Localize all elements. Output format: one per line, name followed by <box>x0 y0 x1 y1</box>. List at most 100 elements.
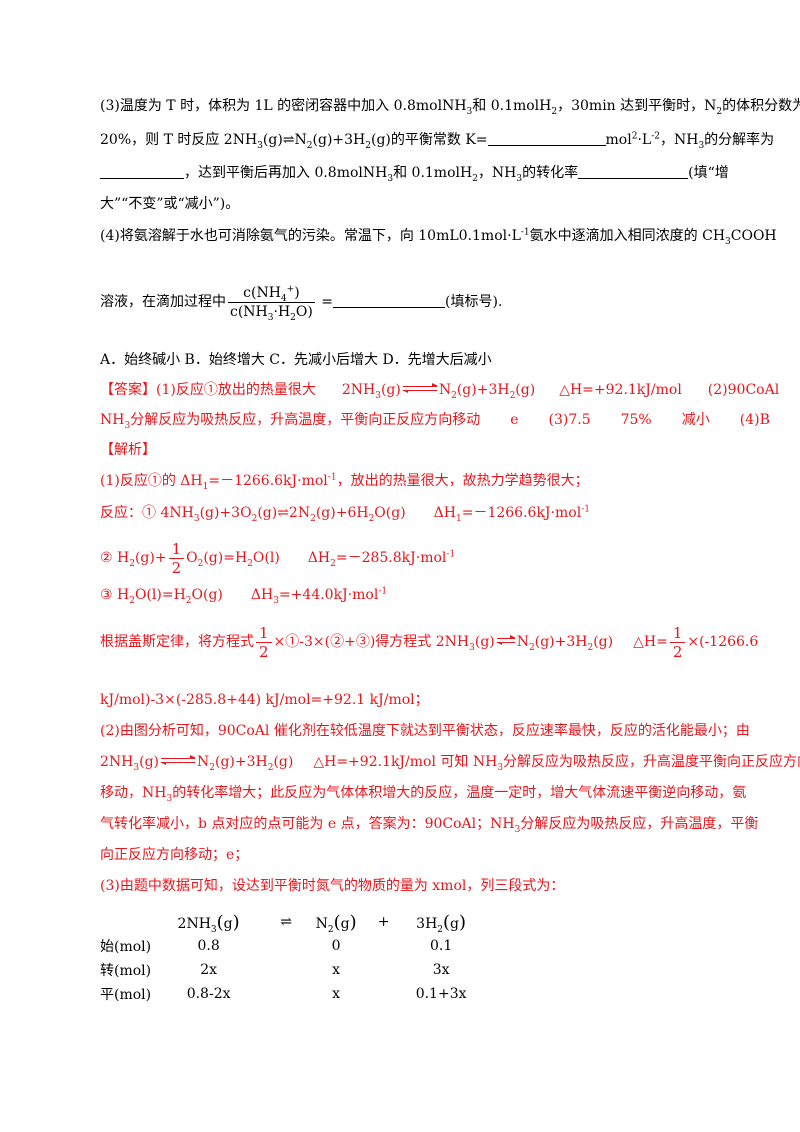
text: 移动，NH <box>100 785 167 801</box>
text: 氨水中逐滴加入相同浓度的 CH <box>529 228 726 244</box>
table-cell: 3x <box>432 962 450 978</box>
text: (填标号). <box>445 294 503 310</box>
text: (g)⇌2N <box>257 505 311 521</box>
table-cell: 0.1 <box>429 938 453 954</box>
text: 大”“不变”或“减小”)。 <box>100 196 240 212</box>
text: 分解反应为吸热反应，升高温度，平衡向正反应方向移动 <box>130 412 481 428</box>
text: N <box>438 382 452 398</box>
analysis-p2-line-5: 向正反应方向移动；e； <box>100 845 248 865</box>
text: 【解析】 <box>100 442 156 458</box>
text: ，达到平衡后再加入 0.8molNH <box>184 165 388 181</box>
text: 溶液，在滴加过程中 <box>100 294 226 310</box>
text: (填“增 <box>688 165 729 181</box>
analysis-p1: (1)反应①的 ΔH1=－1266.6kJ·mol-1，放出的热量很大，故热力学… <box>100 472 589 492</box>
text: (g) <box>474 634 495 650</box>
concentration-fraction: c(NH4+)c(NH3·H2O) <box>228 283 315 323</box>
table-cell <box>266 982 306 1006</box>
analysis-p3-line-1: (3)由题中数据可知，设达到平衡时氮气的物质的量为 xmol，列三段式为： <box>100 876 564 896</box>
table-row: 平(mol) 0.8-2x x 0.1+3x <box>100 982 481 1006</box>
text: O(g) <box>374 505 406 521</box>
text: ΔH <box>433 505 456 521</box>
text: O <box>186 550 198 566</box>
text: 20%，则 T 时反应 2NH <box>100 132 258 148</box>
table-row: 始(mol) 0.8 0 0.1 <box>100 934 481 958</box>
text: c(NH <box>243 284 281 301</box>
text: e <box>510 412 519 428</box>
analysis-p2-line-2: 2NH3(g)N2(g)+3H2(g)△H=+92.1kJ/mol 可知 NH3… <box>100 752 800 772</box>
text: 分解反应为吸热反应，升高温度平衡向正反应方向 <box>503 754 800 770</box>
text: (g) <box>593 634 614 650</box>
text: △H=+92.1kJ/mol <box>559 382 682 398</box>
table-cell: ⇌ <box>280 914 292 930</box>
text: =－285.8kJ·mol <box>335 550 447 566</box>
text: N <box>197 754 210 770</box>
q3-line-2: 20%，则 T 时反应 2NH3(g)⇌N2(g)+3H2(g)的平衡常数 K=… <box>100 131 775 151</box>
answer-blank-decomposition[interactable] <box>100 164 184 179</box>
text: (2)90CoAl <box>707 382 780 398</box>
table-cell: 2NH3(g) <box>177 911 240 935</box>
text: 减小 <box>681 412 710 428</box>
text: 的体积分数为 <box>722 98 800 114</box>
ice-table: 2NH3(g) ⇌ N2(g) + 3H2(g) 始(mol) 0.8 0 0.… <box>100 910 481 1006</box>
text: 根据盖斯定律，将方程式 <box>100 634 254 650</box>
text: 2NH <box>341 382 376 398</box>
text: (2)由图分析可知，90CoAl 催化剂在较低温度下就达到平衡状态，反应速率最快… <box>100 723 750 739</box>
q4-options: A．始终碱小 B．始终增大 C．先减小后增大 D．先增大后减小 <box>100 350 492 370</box>
text: =+44.0kJ·mol <box>278 587 379 603</box>
text: (4)B <box>739 412 770 428</box>
text: 向正反应方向移动；e； <box>100 847 249 863</box>
analysis-hess-line-2: kJ/mol)-3×(-285.8+44) kJ/mol=+92.1 kJ/mo… <box>100 690 429 710</box>
text: 75% <box>620 412 652 428</box>
text: A．始终碱小 B．始终增大 C．先减小后增大 D．先增大后减小 <box>100 352 492 368</box>
text: (g)+ <box>134 550 167 566</box>
text: O(g) <box>191 587 223 603</box>
answer-blank-q4[interactable] <box>333 293 446 308</box>
text: ΔH <box>250 587 274 603</box>
analysis-p2-line-3: 移动，NH3的转化率增大；此反应为气体体积增大的反应，温度一定时，增大气体流速平… <box>100 785 747 804</box>
text: (g)+3O <box>199 505 252 521</box>
q4-line-1: (4)将氨溶解于水也可消除氨气的污染。常温下，向 10mL0.1mol·L-1氨… <box>100 227 777 247</box>
text: O(l)=H <box>134 587 186 603</box>
table-cell <box>266 958 306 982</box>
answer-blank-conversion[interactable] <box>578 164 689 179</box>
row-label: 转(mol) <box>100 963 152 979</box>
q3-line-4: 大”“不变”或“减小”)。 <box>100 194 239 214</box>
table-cell <box>366 982 401 1006</box>
text: (g)+3H <box>456 382 510 398</box>
text: COOH <box>730 228 777 244</box>
table-cell: 0.8-2x <box>186 986 231 1002</box>
equilibrium-arrow-icon <box>160 755 196 766</box>
text: (g)⇌N <box>262 132 307 148</box>
text: (g)=H <box>203 550 248 566</box>
table-cell <box>100 910 151 934</box>
answer-blank-k[interactable] <box>487 131 606 146</box>
text: (g) <box>515 382 536 398</box>
text: N <box>516 634 529 650</box>
text: △H= <box>633 634 668 650</box>
table-cell: + <box>377 914 390 930</box>
text: O(l) <box>252 550 280 566</box>
text: ×(-1266.6 <box>687 634 759 650</box>
row-label: 始(mol) <box>100 939 152 955</box>
text: (g)+3H <box>534 634 588 650</box>
text: 的转化率增大；此反应为气体体积增大的反应，温度一定时，增大气体流速平衡逆向移动，… <box>172 785 747 801</box>
table-cell <box>366 958 401 982</box>
analysis-tag: 【解析】 <box>100 440 156 460</box>
text: 的分解率为 <box>704 132 775 148</box>
text: 和 0.1molH <box>393 165 473 181</box>
text: ×①-3×(②+③)得方程式 2NH <box>273 634 470 650</box>
text: (g)+3H <box>214 754 268 770</box>
table-cell: x <box>332 986 341 1002</box>
table-cell: 0.1+3x <box>415 986 467 1002</box>
q3-line-1: (3)温度为 T 时，体积为 1L 的密闭容器中加入 0.8molNH3和 0.… <box>100 96 800 116</box>
analysis-reaction-1: 反应：① 4NH3(g)+3O2(g)⇌2N2(g)+6H2O(g)ΔH1=－1… <box>100 504 590 524</box>
q3-line-3: ，达到平衡后再加入 0.8molNH3和 0.1molH2，NH3的转化率(填“… <box>100 163 729 183</box>
text: =－1266.6kJ·mol <box>208 473 328 489</box>
